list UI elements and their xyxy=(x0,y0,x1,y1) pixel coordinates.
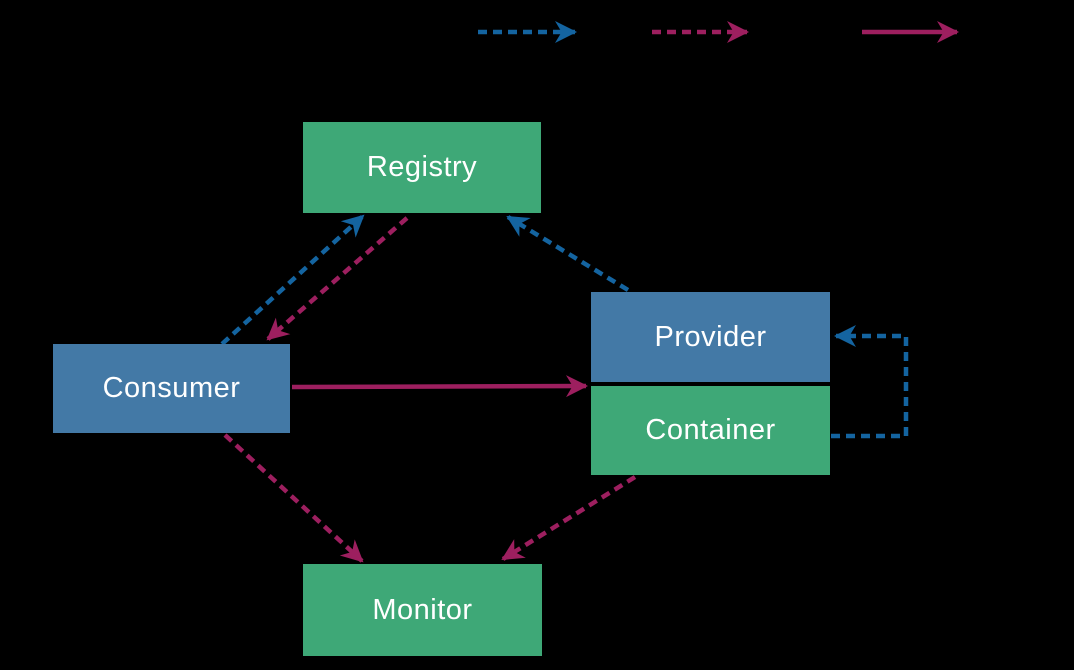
node-container: Container xyxy=(591,386,830,475)
edge-container-to-monitor xyxy=(501,475,637,561)
edge-registry-to-consumer xyxy=(266,216,409,341)
node-monitor: Monitor xyxy=(303,564,542,656)
node-registry-label: Registry xyxy=(366,151,478,183)
edge-container-to-provider-loop xyxy=(831,325,909,439)
node-container-label: Container xyxy=(645,414,776,446)
node-registry: Registry xyxy=(303,122,541,213)
edge-provider-to-registry xyxy=(506,215,630,292)
node-monitor-label: Monitor xyxy=(372,593,473,626)
node-provider-label: Provider xyxy=(654,320,767,353)
edge-consumer-to-monitor xyxy=(223,433,364,563)
node-consumer-label: Consumer xyxy=(102,372,241,404)
edge-consumer-to-registry xyxy=(220,214,365,346)
edge-consumer-to-provider xyxy=(291,375,588,398)
node-provider: Provider xyxy=(591,292,830,382)
node-consumer: Consumer xyxy=(53,344,290,433)
